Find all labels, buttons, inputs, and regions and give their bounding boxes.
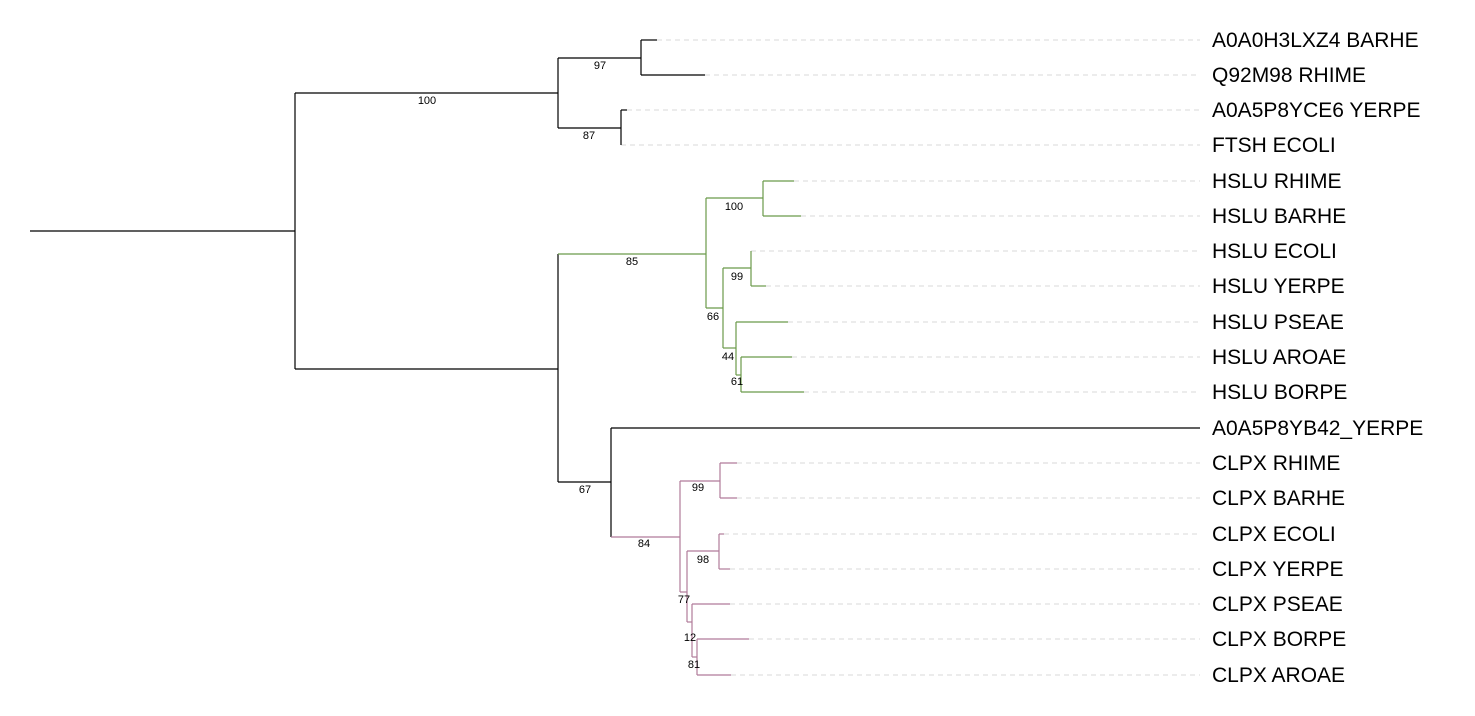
support-value-hslu-root: 85 bbox=[626, 256, 638, 268]
leaf-label-hslu-aroae: HSLU AROAE bbox=[1212, 346, 1346, 369]
support-value-clpx-yb42-root: 67 bbox=[579, 484, 591, 496]
leaf-label-hslu-borpe: HSLU BORPE bbox=[1212, 381, 1347, 404]
leaf-label-hslu-ecoli: HSLU ECOLI bbox=[1212, 240, 1337, 263]
support-values: 100 97 87 85 100 99 66 44 61 67 84 99 98 77 12 81 bbox=[418, 60, 743, 671]
support-value-hslu-ecoli-yerpe: 99 bbox=[731, 271, 743, 283]
leaf-label-clpx-pseae: CLPX PSEAE bbox=[1212, 593, 1343, 616]
leaf-label-hslu-rhime: HSLU RHIME bbox=[1212, 170, 1342, 193]
tree-branches bbox=[30, 39, 1200, 676]
leaf-label-a0a0h3lxz4-barhe: A0A0H3LXZ4 BARHE bbox=[1212, 29, 1419, 52]
leaf-guide-lines bbox=[621, 39, 1200, 676]
leaf-label-a0a5p8yce6-yerpe: A0A5P8YCE6 YERPE bbox=[1212, 99, 1421, 122]
support-value-clpx-rhime-barhe: 99 bbox=[692, 482, 704, 494]
support-value-clpx-ecoli-yerpe: 98 bbox=[697, 554, 709, 566]
leaf-label-clpx-borpe: CLPX BORPE bbox=[1212, 628, 1346, 651]
support-value-hslu-aroae-borpe: 61 bbox=[731, 376, 743, 388]
support-value-barhe-rhime: 97 bbox=[594, 60, 606, 72]
leaf-label-clpx-rhime: CLPX RHIME bbox=[1212, 452, 1340, 475]
support-value-ftsh-root: 100 bbox=[418, 95, 436, 107]
leaf-label-clpx-ecoli: CLPX ECOLI bbox=[1212, 523, 1336, 546]
leaf-label-hslu-yerpe: HSLU YERPE bbox=[1212, 275, 1345, 298]
leaf-label-clpx-barhe: CLPX BARHE bbox=[1212, 487, 1345, 510]
support-value-clpx-borpe-aroae: 81 bbox=[688, 659, 700, 671]
leaf-label-ftsh-ecoli: FTSH ECOLI bbox=[1212, 134, 1336, 157]
leaf-labels: A0A0H3LXZ4 BARHE Q92M98 RHIME A0A5P8YCE6 Y… bbox=[1212, 29, 1423, 687]
support-value-hslu-pseae-group: 44 bbox=[722, 351, 734, 363]
leaf-label-clpx-yerpe: CLPX YERPE bbox=[1212, 558, 1344, 581]
support-value-yerpe-ecoli: 87 bbox=[583, 130, 595, 142]
leaf-label-hslu-barhe: HSLU BARHE bbox=[1212, 205, 1346, 228]
support-value-clpx-root: 84 bbox=[638, 538, 650, 550]
leaf-label-clpx-aroae: CLPX AROAE bbox=[1212, 664, 1345, 687]
support-value-hslu-core: 66 bbox=[707, 311, 719, 323]
support-value-clpx-pseae-group: 12 bbox=[684, 632, 696, 644]
leaf-label-q92m98-rhime: Q92M98 RHIME bbox=[1212, 64, 1366, 87]
leaf-label-hslu-pseae: HSLU PSEAE bbox=[1212, 311, 1344, 334]
leaf-label-a0a5p8yb42-yerpe: A0A5P8YB42_YERPE bbox=[1212, 417, 1423, 440]
support-value-hslu-rhime-barhe: 100 bbox=[725, 201, 743, 213]
support-value-clpx-core: 77 bbox=[678, 594, 690, 606]
